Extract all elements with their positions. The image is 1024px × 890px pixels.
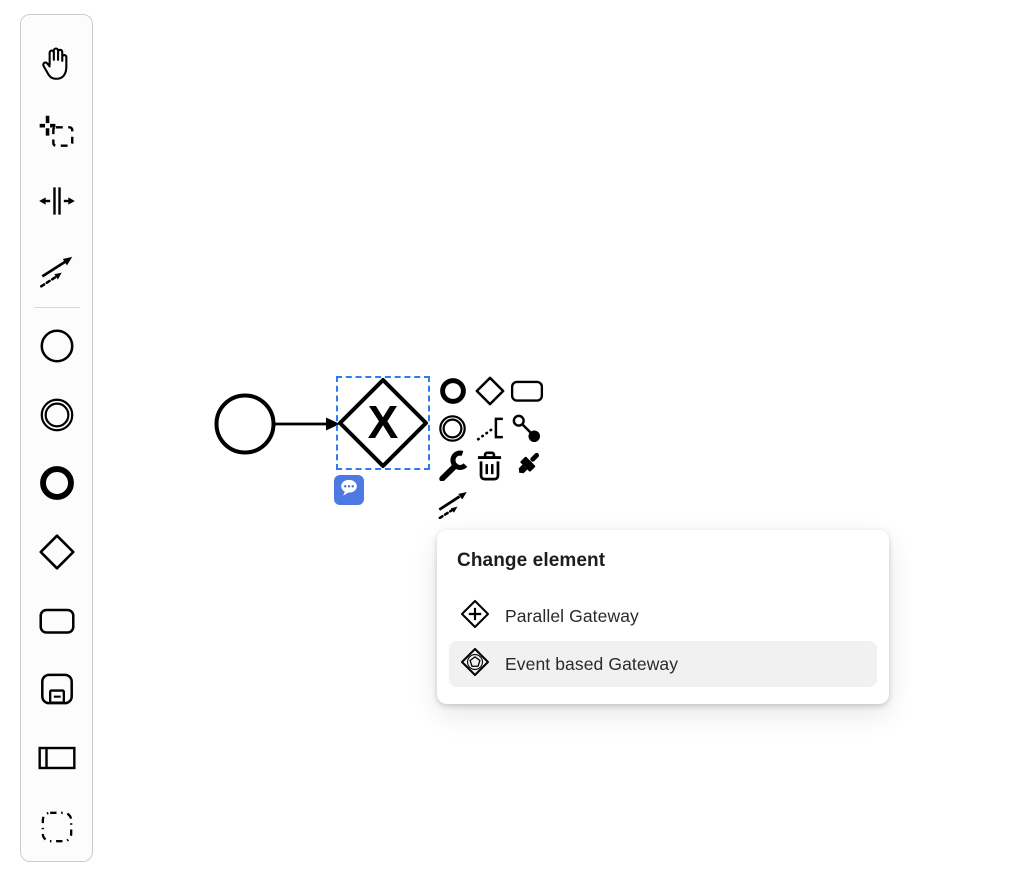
space-tool-button[interactable]	[34, 166, 80, 235]
end-event-icon	[36, 462, 78, 504]
pad-append-text-annotation[interactable]	[471, 412, 508, 449]
tool-palette	[20, 14, 93, 862]
trash-icon	[474, 449, 505, 487]
create-intermediate-event-button[interactable]	[34, 380, 80, 449]
sequence-flow-arrow[interactable]	[270, 412, 342, 441]
group-icon	[36, 806, 78, 848]
intermediate-event-icon	[36, 394, 78, 436]
pad-delete[interactable]	[471, 449, 508, 486]
wrench-icon	[437, 449, 469, 486]
comment-badge-button[interactable]	[334, 475, 364, 505]
create-participant-button[interactable]	[34, 724, 80, 793]
hand-icon	[36, 42, 78, 84]
pad-append-intermediate-event[interactable]	[434, 412, 471, 449]
palette-separator	[33, 306, 80, 308]
end-event-icon	[438, 376, 468, 411]
parallel-gateway-icon	[459, 598, 491, 635]
create-task-button[interactable]	[34, 586, 80, 655]
pad-append-task[interactable]	[508, 375, 545, 412]
global-connect-tool-button[interactable]	[34, 235, 80, 304]
gateway-icon	[474, 375, 506, 412]
exclusive-gateway-shape[interactable]: X	[337, 377, 429, 469]
pad-connect-association[interactable]	[508, 412, 545, 449]
selection-outline	[336, 376, 430, 470]
pad-connect-sequence-flow[interactable]	[434, 486, 471, 523]
gateway-icon	[36, 531, 78, 573]
popup-options-list: Parallel Gateway Event based Gateway	[449, 593, 877, 687]
event-based-gateway-icon	[459, 646, 491, 683]
task-icon	[36, 600, 78, 642]
popup-item-label: Parallel Gateway	[505, 605, 639, 626]
pad-append-gateway[interactable]	[471, 375, 508, 412]
change-element-popup: Change element Parallel Gateway	[437, 530, 889, 704]
text-annotation-icon	[475, 413, 505, 448]
pad-append-end-event[interactable]	[434, 375, 471, 412]
hand-tool-button[interactable]	[34, 29, 80, 98]
context-pad	[434, 375, 545, 523]
global-connect-icon	[36, 248, 78, 290]
popup-item-parallel-gateway[interactable]: Parallel Gateway	[449, 593, 877, 639]
pad-change-type[interactable]	[434, 449, 471, 486]
create-group-button[interactable]	[34, 792, 80, 861]
lasso-tool-button[interactable]	[34, 98, 80, 167]
start-event-shape[interactable]	[213, 392, 277, 461]
connection-multi-icon	[436, 486, 469, 524]
comment-bubble-icon	[336, 475, 362, 506]
gateway-x-marker: X	[367, 396, 399, 448]
intermediate-event-icon	[437, 413, 468, 449]
lasso-icon	[36, 111, 78, 153]
paintbrush-icon	[511, 449, 543, 486]
subprocess-icon	[36, 668, 78, 710]
popup-item-label: Event based Gateway	[505, 653, 679, 674]
create-start-event-button[interactable]	[34, 312, 80, 381]
space-tool-icon	[36, 180, 78, 222]
pad-set-color[interactable]	[508, 449, 545, 486]
popup-item-event-based-gateway[interactable]: Event based Gateway	[449, 641, 877, 687]
task-icon	[510, 376, 544, 411]
create-end-event-button[interactable]	[34, 449, 80, 518]
create-gateway-button[interactable]	[34, 518, 80, 587]
start-event-icon	[36, 325, 78, 367]
participant-icon	[36, 737, 78, 779]
create-subprocess-button[interactable]	[34, 655, 80, 724]
popup-title: Change element	[457, 550, 606, 571]
connection-icon	[511, 413, 542, 449]
